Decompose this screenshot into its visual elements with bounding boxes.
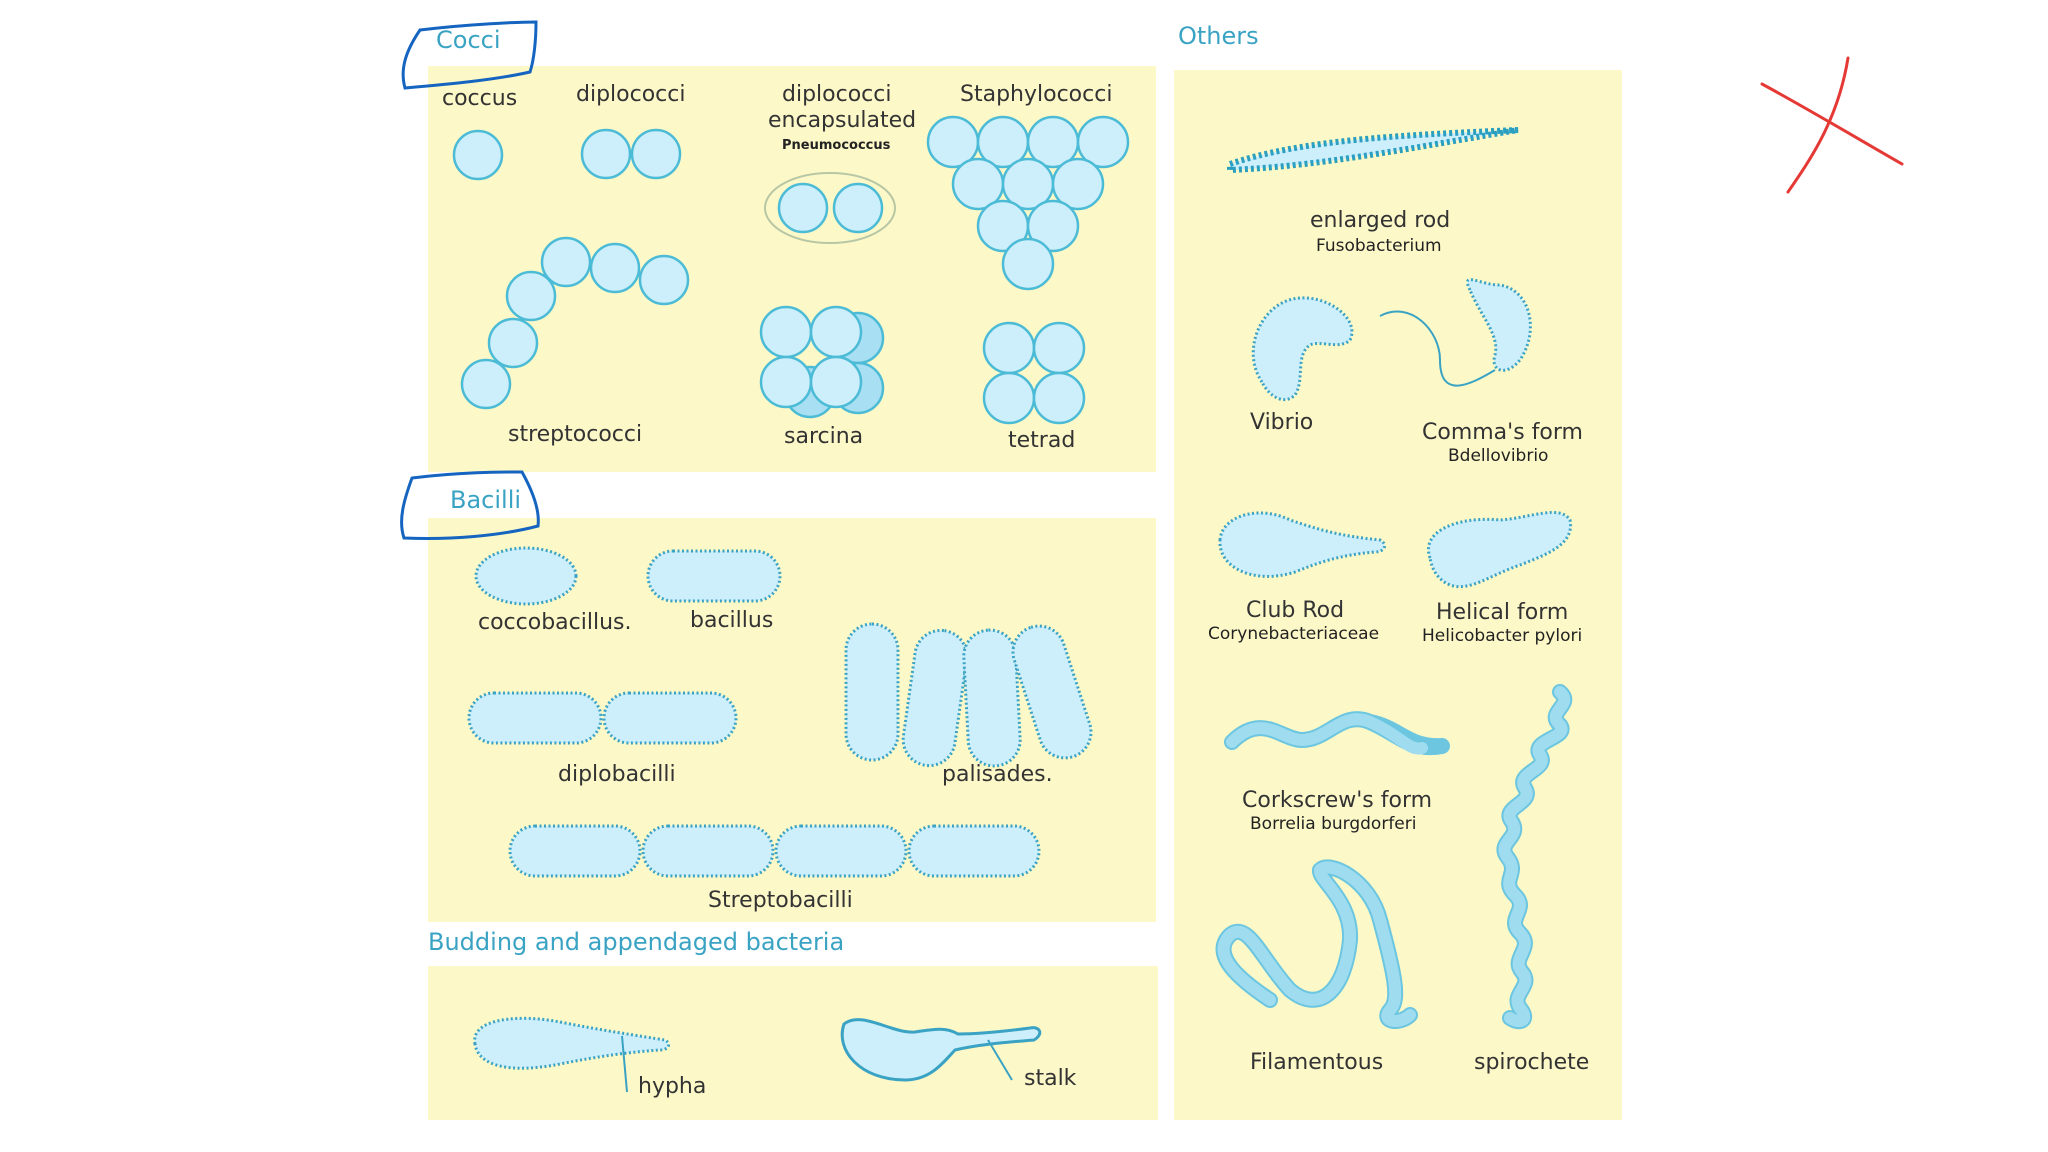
label-diplobacilli: diplobacilli	[558, 762, 676, 787]
label-streptobacilli: Streptobacilli	[708, 888, 853, 913]
label-club-rod: Club Rod	[1246, 598, 1345, 623]
label-diplococci-encapsulated-2: encapsulated	[768, 108, 917, 133]
label-sarcina: sarcina	[784, 424, 864, 449]
label-bacillus: bacillus	[690, 608, 774, 633]
label-corynebacteriaceae: Corynebacteriaceae	[1208, 624, 1380, 644]
label-streptococci: streptococci	[508, 422, 643, 447]
label-helical-form: Helical form	[1436, 600, 1569, 625]
label-hypha: hypha	[638, 1074, 707, 1099]
label-enlarged-rod: enlarged rod	[1310, 208, 1451, 233]
section-title-cocci: Cocci	[436, 26, 501, 54]
label-spirochete: spirochete	[1474, 1050, 1590, 1075]
label-bdellovibrio: Bdellovibrio	[1448, 446, 1549, 466]
label-staphylococci: Staphylococci	[960, 82, 1113, 107]
label-coccobacillus: coccobacillus.	[478, 610, 632, 635]
red-cross-mark	[1760, 56, 1904, 194]
label-filamentous: Filamentous	[1250, 1050, 1384, 1075]
label-commas-form: Comma's form	[1422, 420, 1583, 445]
label-diplococci: diplococci	[576, 82, 686, 107]
label-fusobacterium: Fusobacterium	[1316, 236, 1442, 256]
bacilli-panel	[428, 518, 1156, 922]
label-vibrio: Vibrio	[1250, 410, 1314, 435]
label-tetrad: tetrad	[1008, 428, 1076, 453]
label-stalk: stalk	[1024, 1066, 1077, 1091]
label-coccus: coccus	[442, 86, 518, 111]
label-diplococci-encapsulated-1: diplococci	[782, 82, 892, 107]
label-helicobacter: Helicobacter pylori	[1422, 626, 1583, 646]
label-borrelia: Borrelia burgdorferi	[1250, 814, 1417, 834]
label-corkscrew: Corkscrew's form	[1242, 788, 1433, 813]
label-pneumococcus: Pneumococcus	[782, 138, 891, 153]
budding-panel	[428, 966, 1158, 1120]
section-title-others: Others	[1178, 22, 1259, 50]
label-palisades: palisades.	[942, 762, 1053, 787]
section-title-budding: Budding and appendaged bacteria	[428, 928, 845, 956]
section-title-bacilli: Bacilli	[450, 486, 522, 514]
